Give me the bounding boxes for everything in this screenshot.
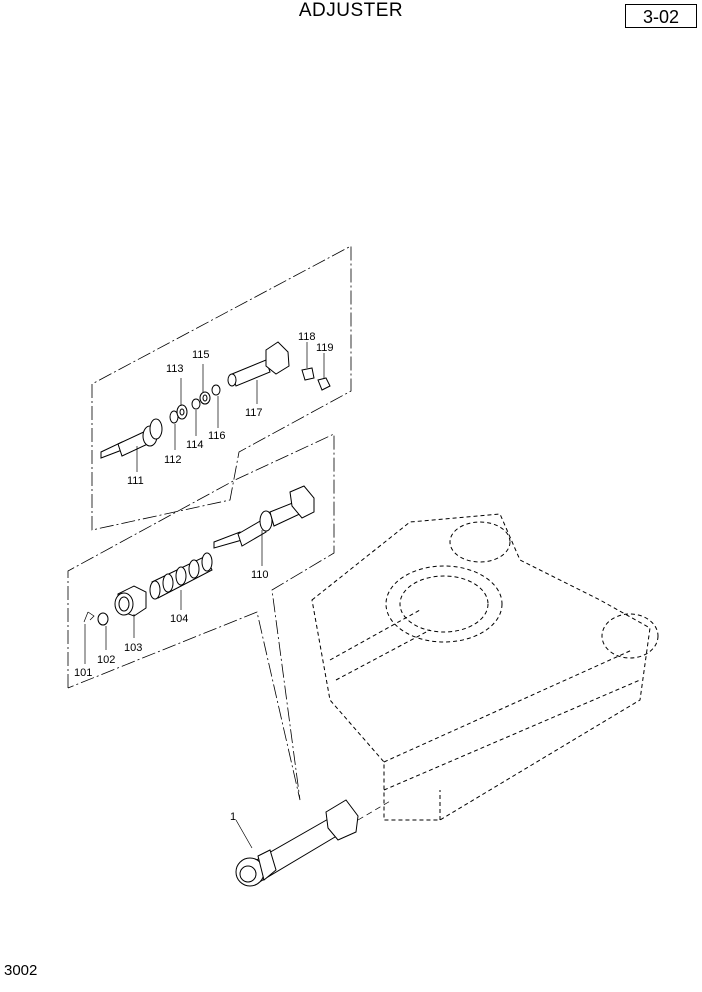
part-116-ring xyxy=(211,384,221,396)
part-110-assembly xyxy=(213,485,315,549)
part-113-ring xyxy=(176,404,188,420)
part-119-nut xyxy=(317,377,331,391)
part-101-pin xyxy=(83,611,95,623)
part-102-washer xyxy=(97,612,109,626)
callout-101: 101 xyxy=(74,667,92,679)
part-103-bushing xyxy=(114,585,147,617)
part-115-ring xyxy=(199,391,211,405)
part-1-adjuster-assembly xyxy=(235,799,359,887)
frame-upper xyxy=(91,245,352,531)
figure-number: 3002 xyxy=(4,962,38,979)
callout-110: 110 xyxy=(251,569,269,581)
callout-1: 1 xyxy=(230,811,236,823)
frame-lower xyxy=(67,433,335,801)
callout-113: 113 xyxy=(166,363,184,375)
page-title: ADJUSTER xyxy=(298,0,404,21)
part-111-shaft xyxy=(100,418,163,459)
track-frame-outline xyxy=(311,513,659,821)
callout-112: 112 xyxy=(164,454,182,466)
part-104-bellows xyxy=(149,552,213,600)
callout-104: 104 xyxy=(170,613,188,625)
callout-117: 117 xyxy=(245,407,263,419)
callout-111: 111 xyxy=(127,475,144,487)
callout-115: 115 xyxy=(192,349,210,361)
page-reference-box: 3-02 xyxy=(625,4,697,28)
callout-102: 102 xyxy=(97,654,115,666)
callout-116: 116 xyxy=(208,430,226,442)
callout-119: 119 xyxy=(316,342,334,354)
part-117-rod xyxy=(227,341,290,387)
leader-lines xyxy=(84,342,325,849)
part-118-bolt xyxy=(301,367,315,381)
callout-103: 103 xyxy=(124,642,142,654)
part-114-ring xyxy=(191,398,201,410)
callout-118: 118 xyxy=(298,331,316,343)
callout-114: 114 xyxy=(186,439,204,451)
